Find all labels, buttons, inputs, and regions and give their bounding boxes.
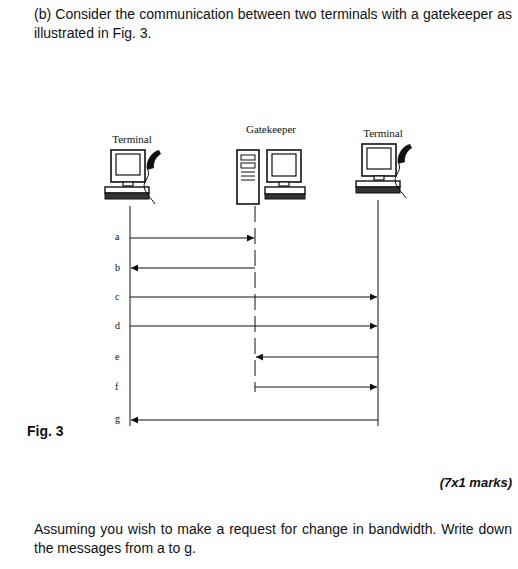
message-arrow bbox=[130, 296, 377, 297]
message-letter: a bbox=[115, 231, 125, 243]
node-label: Terminal bbox=[348, 127, 418, 140]
message-arrow bbox=[256, 356, 378, 357]
question-text: Assuming you wish to make a request for … bbox=[34, 520, 512, 558]
message-letter: f bbox=[115, 381, 125, 393]
figure-caption: Fig. 3 bbox=[27, 423, 64, 439]
message-arrow bbox=[131, 419, 378, 420]
lifeline bbox=[378, 200, 379, 426]
server-icon bbox=[233, 138, 309, 206]
message-arrow bbox=[255, 386, 377, 387]
message-letter: d bbox=[115, 320, 125, 332]
gatekeeper-node: Gatekeeper bbox=[230, 123, 312, 206]
marks-note: (7x1 marks) bbox=[420, 475, 512, 490]
message-arrow bbox=[131, 267, 255, 268]
computer-icon bbox=[101, 148, 163, 206]
message-letter: c bbox=[115, 291, 125, 303]
message-arrow bbox=[130, 325, 377, 326]
message-arrow bbox=[130, 237, 254, 238]
computer-icon bbox=[352, 142, 414, 200]
node-label: Terminal bbox=[98, 133, 166, 146]
lifeline bbox=[130, 206, 131, 426]
terminal-node: Terminal bbox=[348, 127, 418, 200]
message-letter: b bbox=[115, 262, 125, 274]
lifeline bbox=[255, 206, 256, 392]
terminal-node: Terminal bbox=[98, 133, 166, 206]
message-letter: g bbox=[115, 413, 125, 425]
message-letter: e bbox=[115, 351, 125, 363]
node-label: Gatekeeper bbox=[230, 123, 312, 136]
question-text: (b) Consider the communication between t… bbox=[34, 5, 512, 43]
